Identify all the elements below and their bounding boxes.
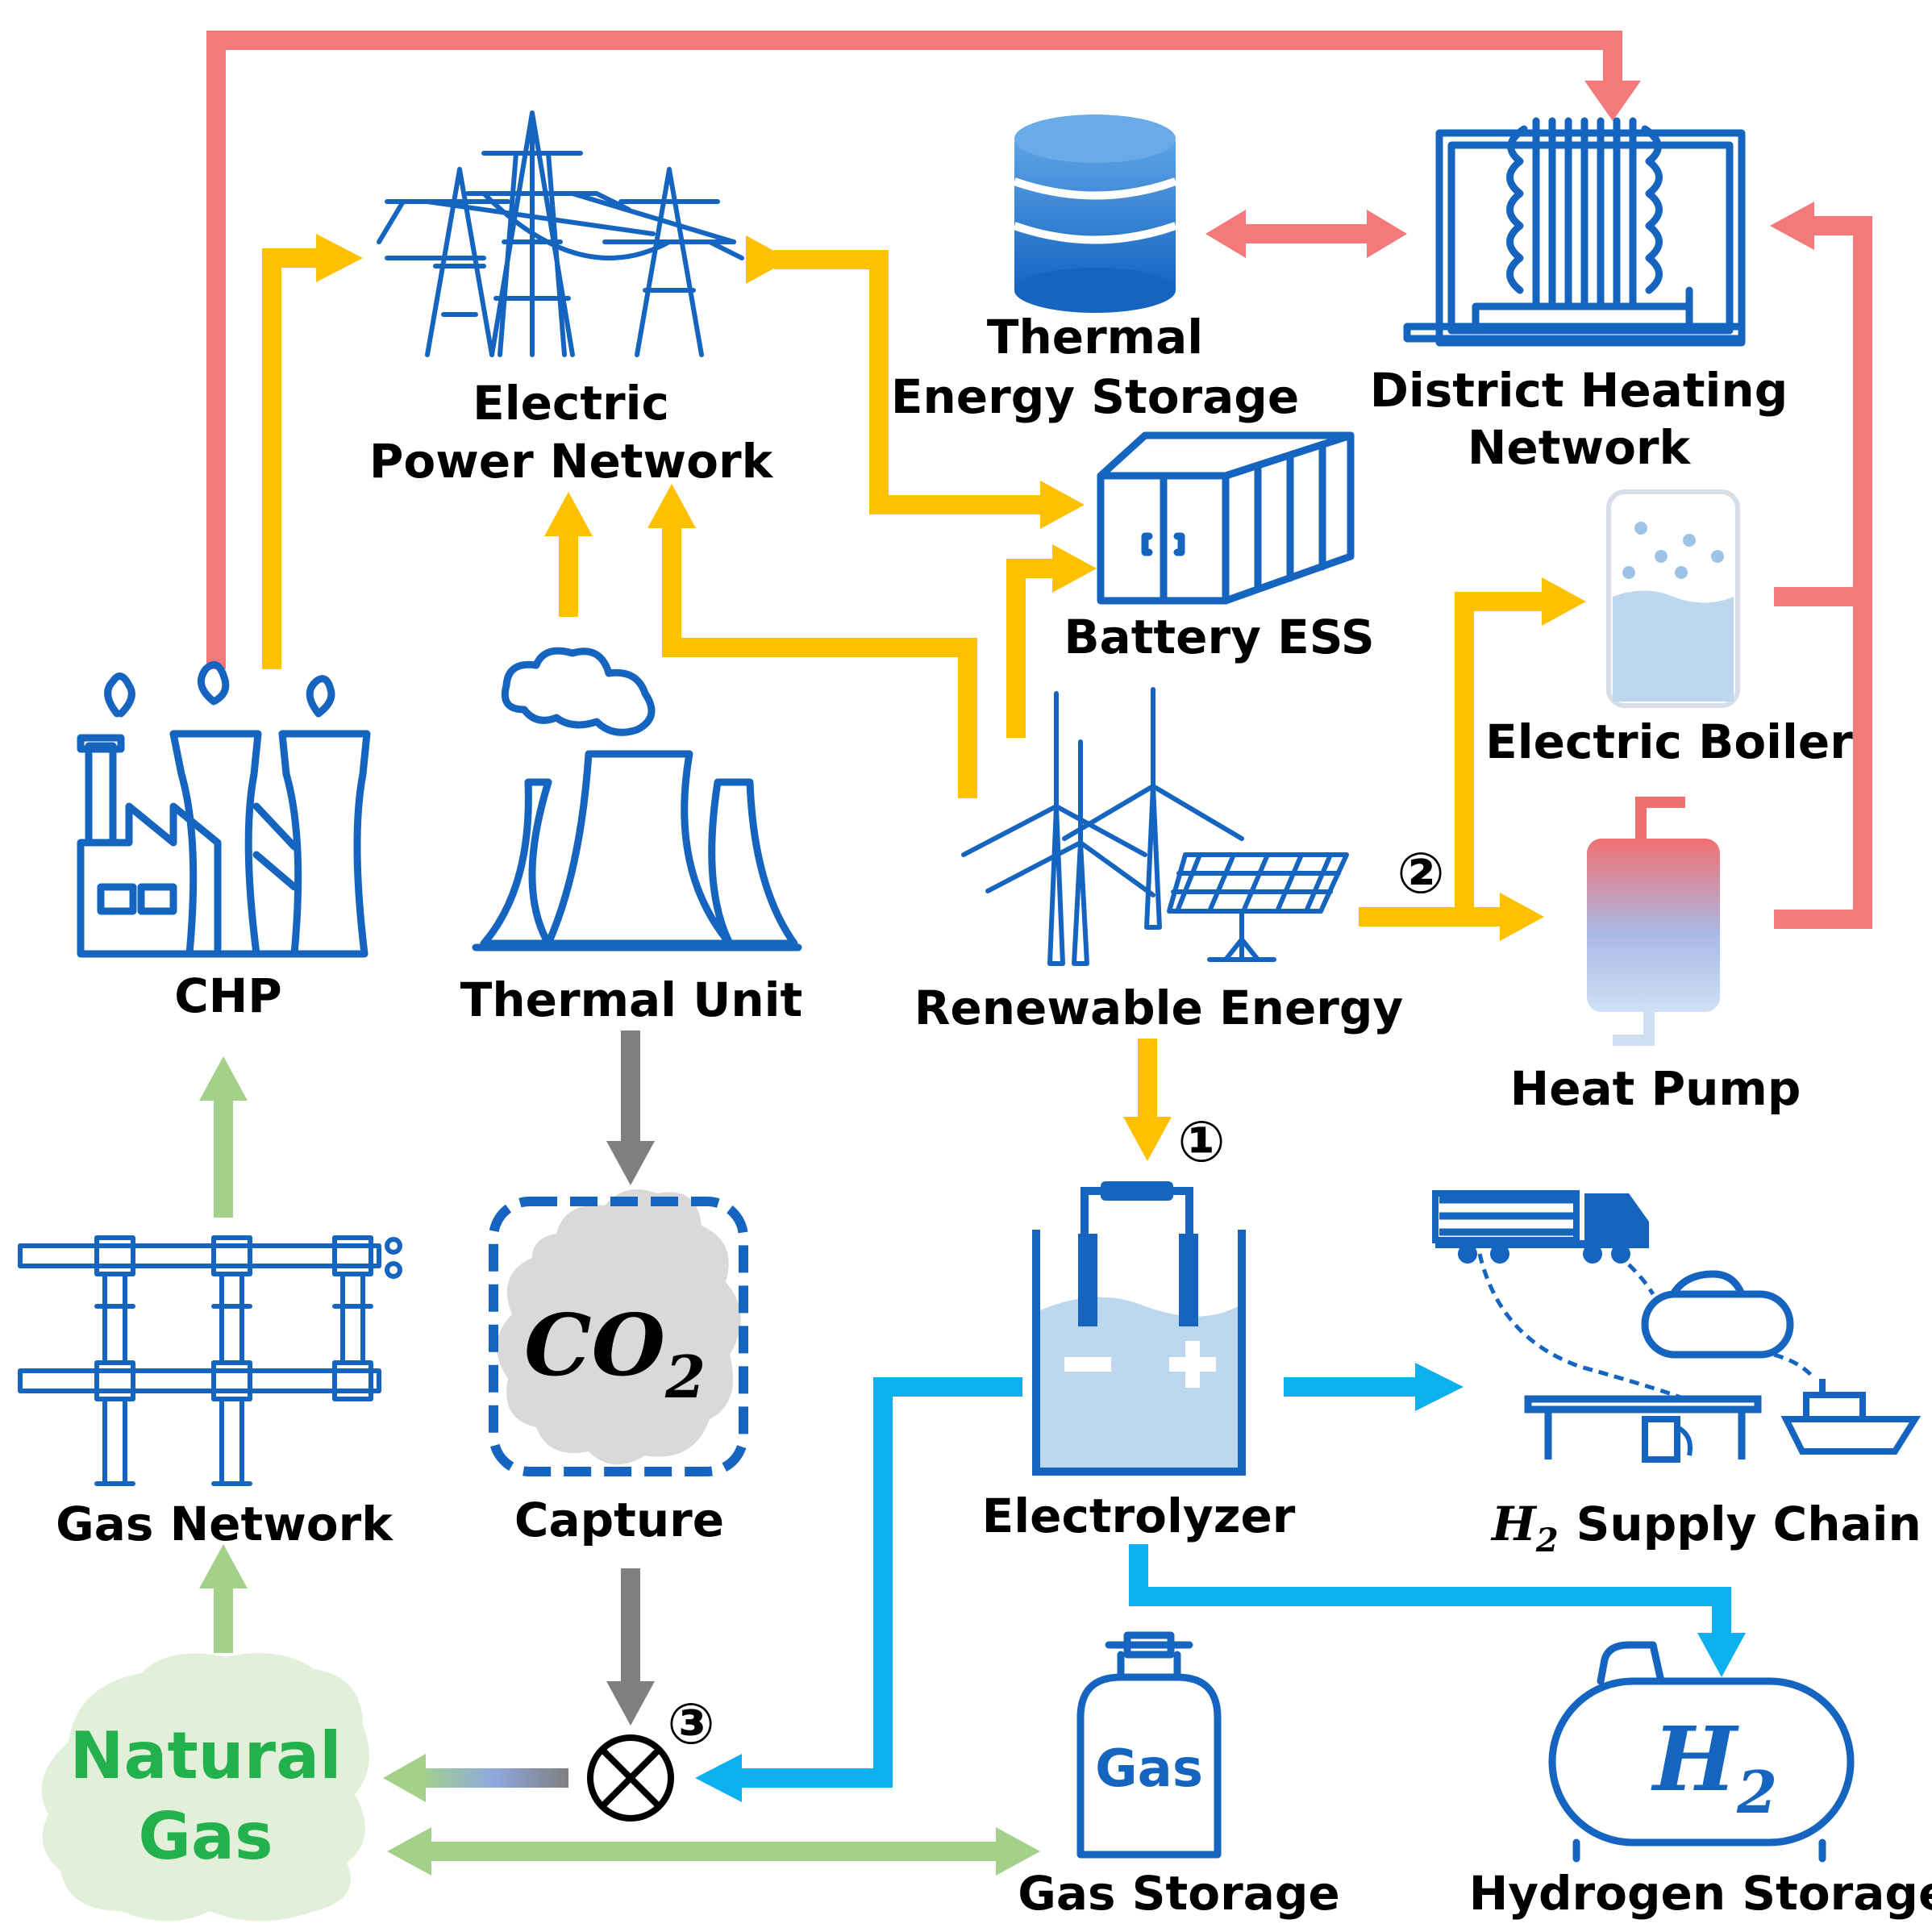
label-thermal-unit: Thermal Unit: [460, 972, 802, 1027]
wind-solar-icon: [961, 687, 1349, 966]
marker-3: ③: [667, 1691, 714, 1757]
label-co2-sub: 2: [664, 1343, 706, 1411]
label-electrolyzer: Electrolyzer: [982, 1489, 1296, 1543]
label-hydrogen-storage: Hydrogen Storage: [1469, 1866, 1932, 1921]
flow-electrolyzer-to-h2storage: [1129, 1544, 1731, 1637]
electrolyzer-icon: [1032, 1181, 1246, 1476]
label-gas-inner: Gas: [1095, 1739, 1203, 1799]
marker-2: ②: [1397, 840, 1444, 906]
flow-electrolyzer-to-mixer: [738, 1377, 1022, 1788]
label-h2-supply-h: H: [1490, 1497, 1538, 1551]
heat-flows: [206, 31, 1872, 929]
database-cylinder-icon: [1013, 115, 1177, 313]
label-electric-network-1: Electric: [473, 376, 669, 431]
heat-exchanger-icon: [1403, 117, 1746, 347]
flow-renew-to-boiler: [1455, 592, 1548, 917]
electric-arrowheads: [316, 234, 1586, 1161]
co2-cloud-icon: [489, 1189, 748, 1476]
electric-flows: [262, 248, 1548, 1121]
flow-mixer-to-naturalgas: [419, 1768, 568, 1788]
label-capture: Capture: [514, 1493, 724, 1547]
label-gas-network: Gas Network: [56, 1497, 393, 1551]
flow-boiler-to-district: [1774, 216, 1872, 606]
label-battery-ess: Battery ESS: [1064, 610, 1374, 664]
natural-gas-cloud: [41, 1653, 370, 1922]
label-co2: CO2: [524, 1295, 706, 1411]
label-gas-storage: Gas Storage: [1018, 1866, 1339, 1921]
flow-renew-to-ess: [1006, 559, 1056, 738]
transmission-tower-icon: [377, 110, 744, 357]
label-district-heating-2: Network: [1468, 420, 1692, 475]
truck-ship-icon: [1432, 1190, 1922, 1463]
label-thermal-storage-1: Thermal: [987, 310, 1203, 364]
cooling-tower-icon: [472, 647, 802, 951]
label-h2-supply: H2 Supply Chain: [1490, 1497, 1922, 1559]
flow-chp-to-district: [206, 31, 1622, 669]
gas-arrowheads: [199, 1056, 1040, 1876]
label-h2-inner-sub: 2: [1736, 1758, 1777, 1826]
hydrogen-flows: [738, 1377, 1731, 1788]
label-electric-boiler: Electric Boiler: [1485, 714, 1853, 769]
label-natural-gas-2: Gas: [138, 1799, 273, 1874]
flow-heatpump-to-district: [1774, 597, 1872, 929]
label-heat-pump: Heat Pump: [1510, 1061, 1801, 1116]
battery-container-icon: [1097, 431, 1355, 605]
marker-1: ①: [1177, 1109, 1225, 1175]
label-h2-supply-sub: 2: [1535, 1522, 1559, 1559]
flow-renew-to-electric: [662, 524, 977, 798]
label-electric-network-2: Power Network: [369, 434, 774, 489]
mixer-icon: [587, 1734, 674, 1822]
label-thermal-storage-2: Energy Storage: [891, 369, 1299, 424]
boiler-tank-icon: [1606, 489, 1740, 708]
factory-icon: [77, 660, 371, 958]
label-natural-gas-1: Natural: [70, 1718, 342, 1793]
flow-chp-to-electric: [262, 248, 323, 669]
heat-arrowheads: [1205, 81, 1814, 258]
carbon-arrowheads: [606, 1141, 655, 1726]
pipe-network-icon: [18, 1235, 402, 1486]
label-h2-inner: H2: [1651, 1707, 1777, 1826]
gas-flows: [214, 1097, 1000, 1861]
label-chp: CHP: [174, 968, 282, 1023]
hydrogen-tank-icon: [1548, 1641, 1855, 1863]
label-renewable: Renewable Energy: [914, 981, 1403, 1035]
label-h2-supply-text: Supply Chain: [1576, 1497, 1922, 1551]
heat-pump-tank-icon: [1587, 797, 1720, 1046]
label-district-heating-1: District Heating: [1370, 363, 1788, 418]
flow-ess-electric: [774, 250, 1040, 514]
hydrogen-arrowheads: [695, 1363, 1746, 1802]
gas-cylinder-icon: [1076, 1631, 1222, 1859]
